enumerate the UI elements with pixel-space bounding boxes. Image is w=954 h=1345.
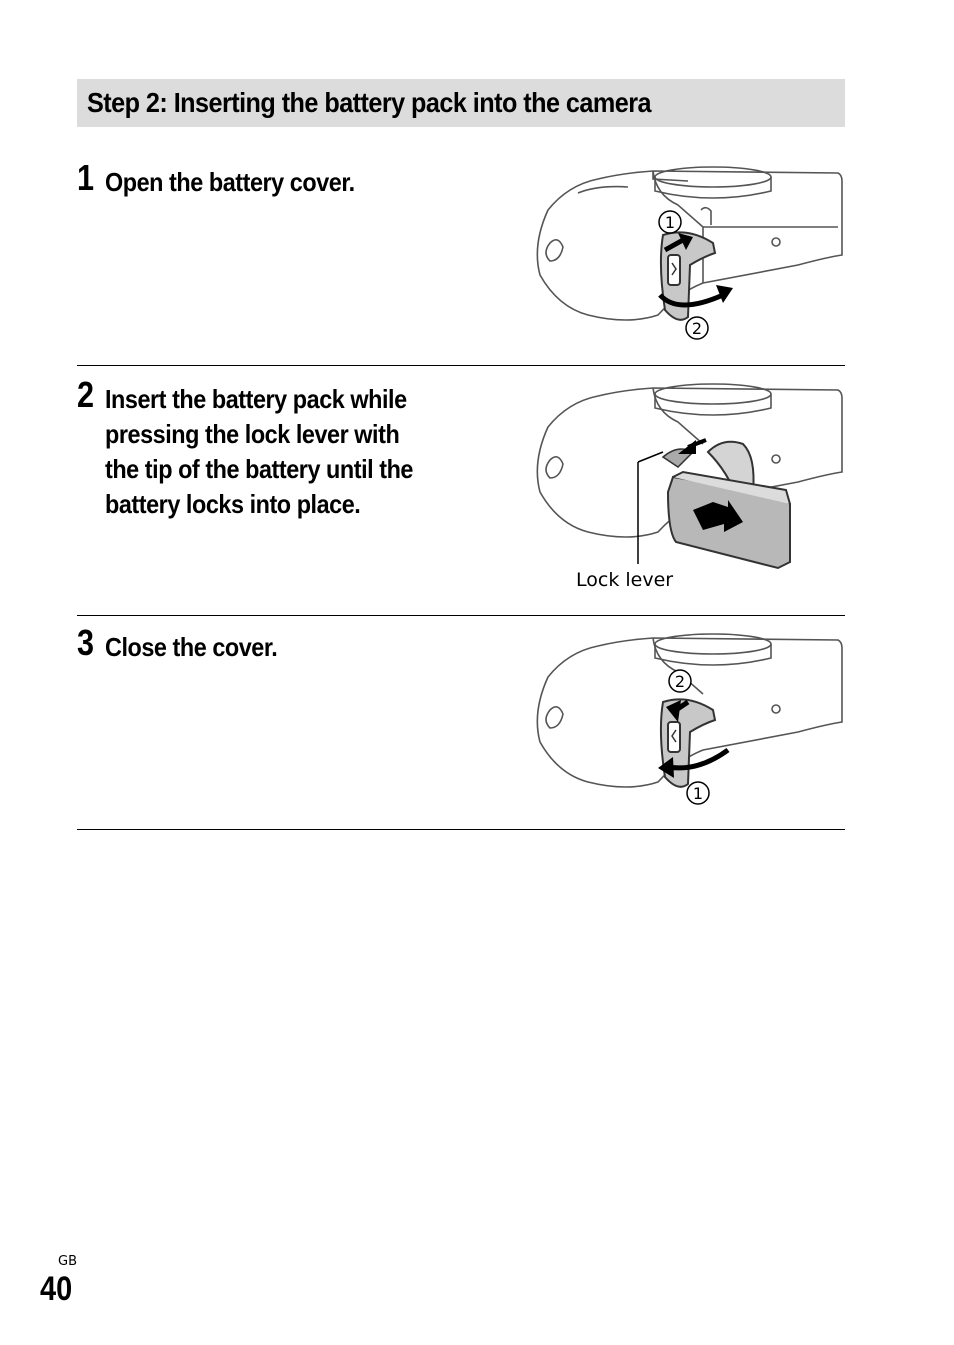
page-title: Step 2: Inserting the battery pack into … xyxy=(87,87,652,118)
step-number: 3 xyxy=(77,622,95,663)
callout-one xyxy=(658,210,682,234)
step-instruction: Close the cover. xyxy=(105,630,278,665)
instruction-line: Close the cover. xyxy=(105,632,278,662)
page-number: 40 xyxy=(40,1270,73,1308)
instruction-line: Insert the battery pack while xyxy=(105,384,407,414)
callout-two xyxy=(668,669,692,693)
step-instruction: Open the battery cover. xyxy=(105,165,355,200)
lock-lever-label: Lock lever xyxy=(576,569,674,591)
callout-two xyxy=(685,316,709,340)
divider xyxy=(77,365,845,366)
language-code: GB xyxy=(58,1254,77,1269)
camera-close-cover-illustration: 2 1 xyxy=(536,633,843,805)
camera-open-cover-illustration: 1 2 xyxy=(536,166,843,340)
callout-one xyxy=(686,781,710,805)
svg-text:1: 1 xyxy=(665,213,675,232)
svg-text:2: 2 xyxy=(675,672,685,691)
instruction-line: Open the battery cover. xyxy=(105,167,355,197)
camera-insert-battery-illustration xyxy=(536,383,843,570)
section-header: Step 2: Inserting the battery pack into … xyxy=(77,79,845,127)
step-instruction: Insert the battery pack while pressing t… xyxy=(105,382,413,522)
step-number: 2 xyxy=(77,374,95,415)
svg-text:2: 2 xyxy=(692,319,702,338)
step-number: 1 xyxy=(77,157,95,198)
instruction-line: pressing the lock lever with xyxy=(105,419,400,449)
svg-text:1: 1 xyxy=(693,784,703,803)
instruction-line: the tip of the battery until the xyxy=(105,454,413,484)
divider xyxy=(77,829,845,830)
divider xyxy=(77,615,845,616)
instruction-line: battery locks into place. xyxy=(105,489,361,519)
